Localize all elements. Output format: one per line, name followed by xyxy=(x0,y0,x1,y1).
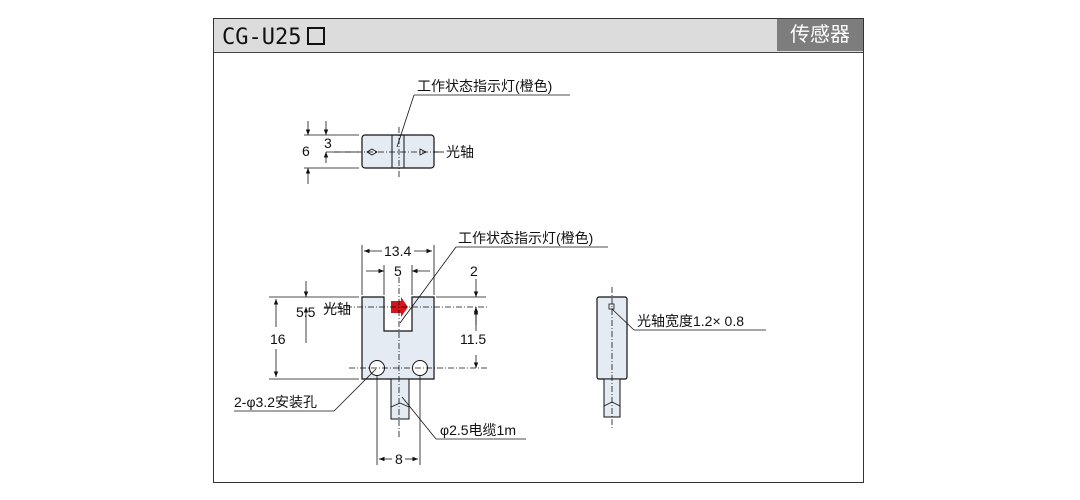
front-dim-11-5: 11.5 xyxy=(460,331,486,347)
side-axis-window xyxy=(608,303,615,310)
top-dim-6: 6 xyxy=(302,143,310,159)
model-title: CG-U25 xyxy=(222,25,326,50)
front-dim-2: 2 xyxy=(470,263,478,279)
front-axis-label: 光轴 xyxy=(323,301,351,317)
top-indicator-label: 工作状态指示灯(橙色) xyxy=(417,78,552,94)
indicator-led xyxy=(391,297,408,317)
side-view: 光轴宽度1.2× 0.8 xyxy=(596,287,766,429)
front-cable xyxy=(390,378,410,420)
front-dim-13-4: 13.4 xyxy=(384,243,411,259)
model-text: CG-U25 xyxy=(222,25,302,50)
side-axis-width-label: 光轴宽度1.2× 0.8 xyxy=(637,313,744,329)
top-axis-label: 光轴 xyxy=(446,144,474,160)
front-dim-5: 5 xyxy=(394,263,402,279)
front-hole-label: 2-φ3.2安装孔 xyxy=(234,394,317,410)
model-suffix-box xyxy=(307,27,326,45)
category-badge: 传感器 xyxy=(777,19,863,51)
front-view: 13.4 5 2 11.5 16 xyxy=(234,230,608,467)
header-bar: CG-U25 传感器 xyxy=(214,19,863,53)
top-view-body xyxy=(361,134,435,169)
top-dim-3: 3 xyxy=(324,135,332,151)
front-view-body xyxy=(361,296,435,380)
front-dim-8: 8 xyxy=(395,451,403,467)
drawing-frame: CG-U25 传感器 xyxy=(213,18,864,483)
top-view: 6 3 工作状态指示灯(橙色) 光轴 xyxy=(302,78,570,184)
front-indicator-label: 工作状态指示灯(橙色) xyxy=(458,230,593,246)
technical-drawing: 6 3 工作状态指示灯(橙色) 光轴 xyxy=(234,78,766,467)
front-dim-5-5: 5.5 xyxy=(296,304,316,320)
front-cable-label: φ2.5电缆1m xyxy=(440,422,516,438)
header-divider xyxy=(214,52,863,53)
front-dim-16: 16 xyxy=(270,331,286,347)
